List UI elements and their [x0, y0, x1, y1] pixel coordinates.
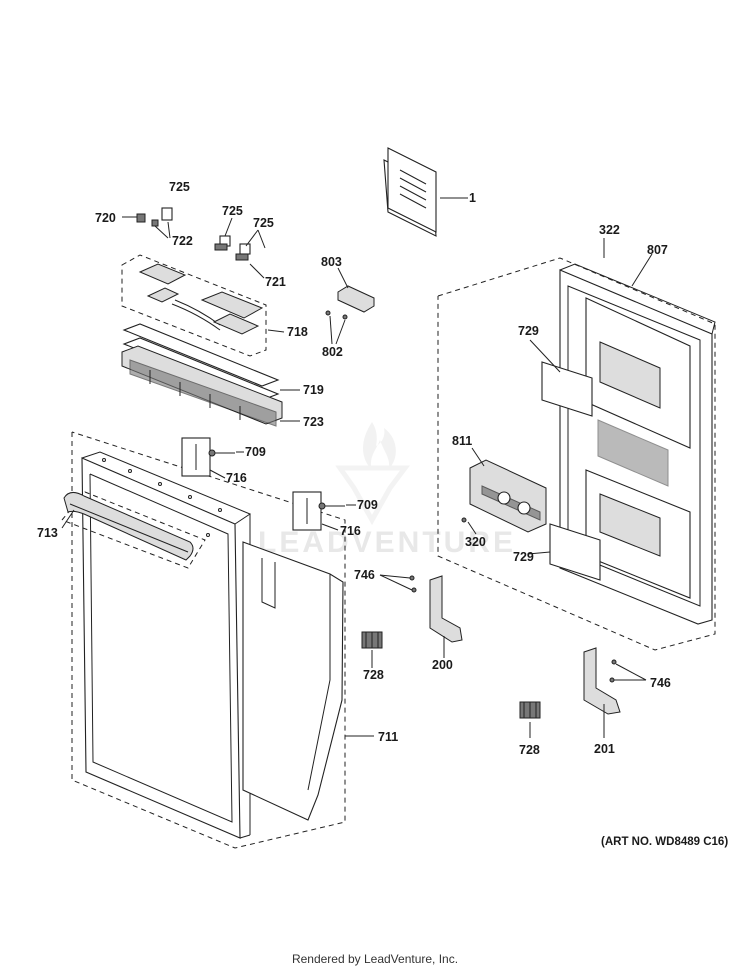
leader-lines: [61, 197, 653, 738]
bracket-part: [325, 285, 375, 320]
callout-709: 709: [357, 498, 378, 512]
callout-320: 320: [465, 535, 486, 549]
door-assembly: [61, 431, 346, 849]
callout-746: 746: [650, 676, 671, 690]
callout-711: 711: [378, 730, 398, 744]
watermark-logo: [335, 422, 410, 526]
owner-manual: [383, 147, 437, 237]
watermark-text: LEADVENTURE: [258, 526, 516, 559]
callout-807: 807: [647, 243, 668, 257]
springs: [361, 631, 541, 719]
callout-721: 721: [265, 275, 286, 289]
callout-722: 722: [172, 234, 193, 248]
callout-322: 322: [599, 223, 620, 237]
callout-728: 728: [519, 743, 540, 757]
callout-802: 802: [322, 345, 343, 359]
callout-713: 713: [37, 526, 58, 540]
inner-door-assembly: [437, 257, 716, 651]
callout-719: 719: [303, 383, 324, 397]
callout-746: 746: [354, 568, 375, 582]
callout-729: 729: [518, 324, 539, 338]
control-board-group: [121, 254, 267, 357]
callout-811: 811: [452, 434, 472, 448]
callout-200: 200: [432, 658, 453, 672]
callout-725: 725: [253, 216, 274, 230]
callout-720: 720: [95, 211, 116, 225]
callout-725: 725: [169, 180, 190, 194]
detergent-dispenser: [461, 459, 547, 533]
footer-credit: Rendered by LeadVenture, Inc.: [291, 952, 459, 966]
callout-728: 728: [363, 668, 384, 682]
callout-1: 1: [469, 191, 476, 205]
switch-parts: [136, 207, 251, 261]
hinge-parts: [409, 575, 621, 715]
hinge-plates: [181, 437, 345, 531]
callout-709: 709: [245, 445, 266, 459]
callout-723: 723: [303, 415, 324, 429]
callout-201: 201: [594, 742, 615, 756]
callout-729: 729: [513, 550, 534, 564]
callout-803: 803: [321, 255, 342, 269]
art-number: (ART NO. WD8489 C16): [601, 836, 728, 848]
callout-718: 718: [287, 325, 308, 339]
control-panel-console: [121, 323, 283, 427]
callout-725: 725: [222, 204, 243, 218]
callout-716: 716: [340, 524, 361, 538]
callout-716: 716: [226, 471, 247, 485]
